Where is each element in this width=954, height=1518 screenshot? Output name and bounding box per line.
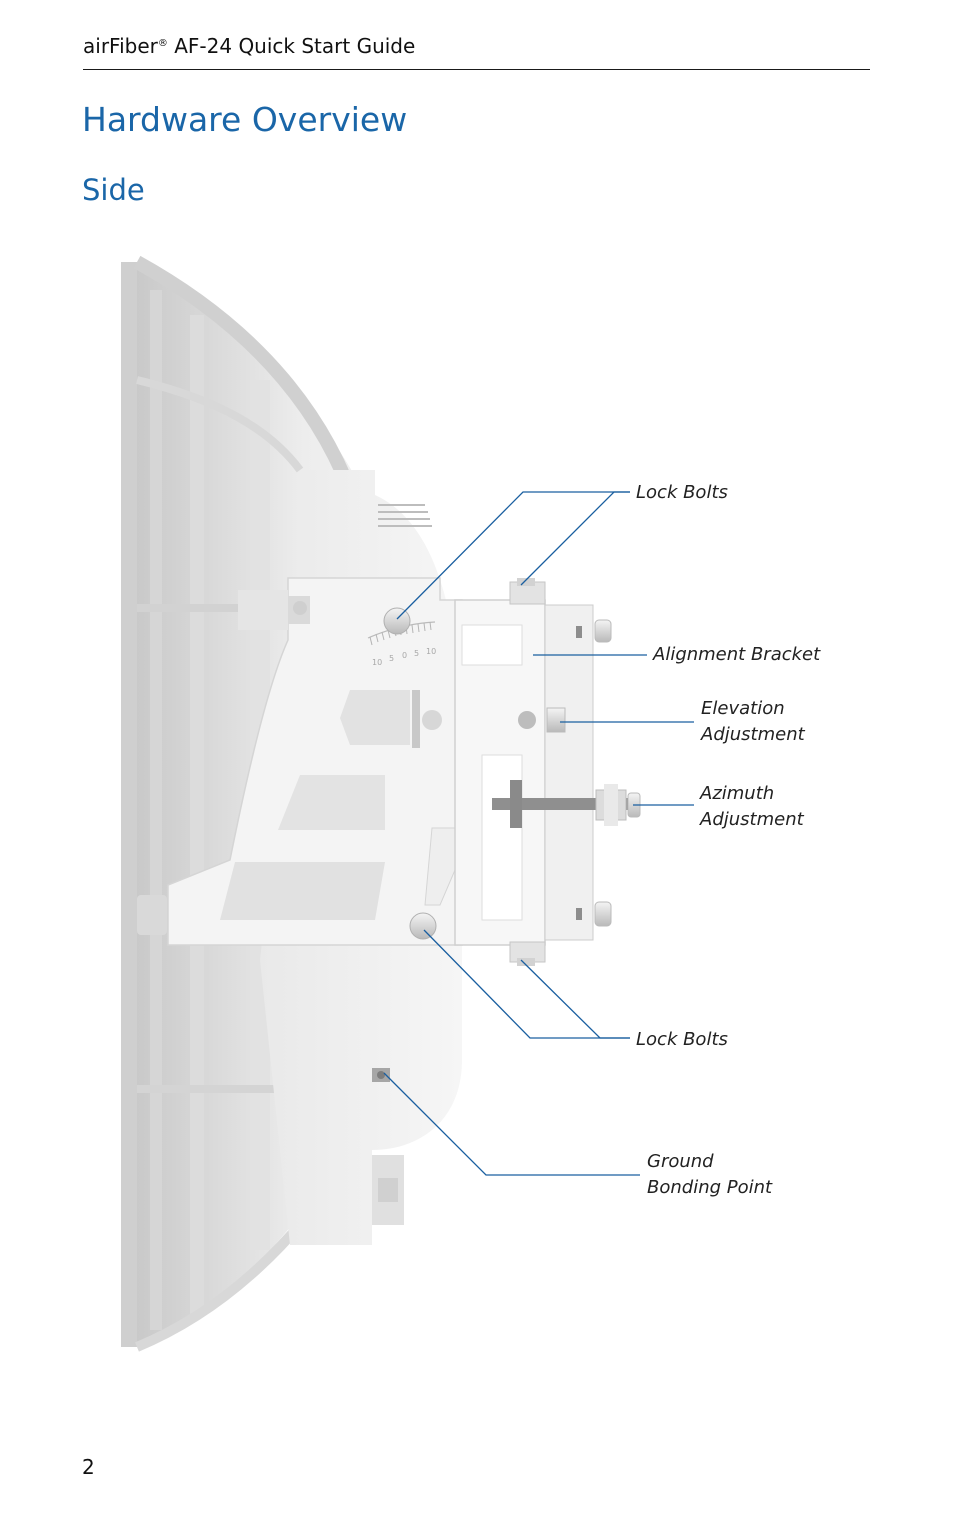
scale-tick-label: 0: [402, 651, 407, 660]
mount-plate: 10 5 0 5 10: [137, 577, 463, 946]
page-number: 2: [82, 1455, 95, 1479]
callout-azimuth-line1: Azimuth: [700, 783, 775, 804]
leader-lock-bolts-top-a: [396, 491, 630, 620]
callout-elevation-line2: Adjustment: [701, 724, 805, 745]
alignment-bracket: [454, 578, 641, 966]
callout-ground-line2: Bonding Point: [647, 1177, 773, 1198]
header-rule: [83, 69, 870, 70]
section-title: Hardware Overview: [82, 100, 408, 139]
callout-leaders: [383, 491, 694, 1176]
callout-azimuth-line2: Adjustment: [700, 809, 804, 830]
callout-ground-line1: Ground: [647, 1151, 714, 1172]
ground-screw-icon: [372, 1068, 390, 1082]
elevation-scale: 10 5 0 5 10: [367, 621, 436, 667]
leader-lock-bolts-top-b: [520, 491, 630, 586]
callout-lock-bolts-top: Lock Bolts: [636, 482, 728, 503]
running-header: airFiber® AF-24 Quick Start Guide: [83, 34, 415, 58]
leader-ground-bonding: [383, 1072, 640, 1176]
callout-alignment-bracket: Alignment Bracket: [653, 644, 821, 665]
scale-tick-label: 10: [372, 658, 382, 667]
callout-azimuth-adjustment: Azimuth Adjustment: [700, 781, 804, 833]
brand-name: airFiber: [83, 34, 158, 58]
subsection-title: Side: [82, 173, 145, 207]
registered-mark: ®: [157, 38, 168, 49]
leader-lock-bolts-bottom-a: [423, 929, 630, 1039]
callout-ground-bonding-point: Ground Bonding Point: [647, 1149, 772, 1201]
scale-tick-label: 10: [426, 647, 436, 656]
guide-title: AF-24 Quick Start Guide: [174, 34, 416, 58]
leader-lock-bolts-bottom-b: [520, 959, 630, 1039]
callout-elevation-adjustment: Elevation Adjustment: [701, 696, 805, 748]
callout-elevation-line1: Elevation: [701, 698, 785, 719]
scale-tick-label: 5: [389, 654, 394, 663]
callout-lock-bolts-bottom: Lock Bolts: [636, 1029, 728, 1050]
scale-tick-label: 5: [414, 649, 419, 658]
